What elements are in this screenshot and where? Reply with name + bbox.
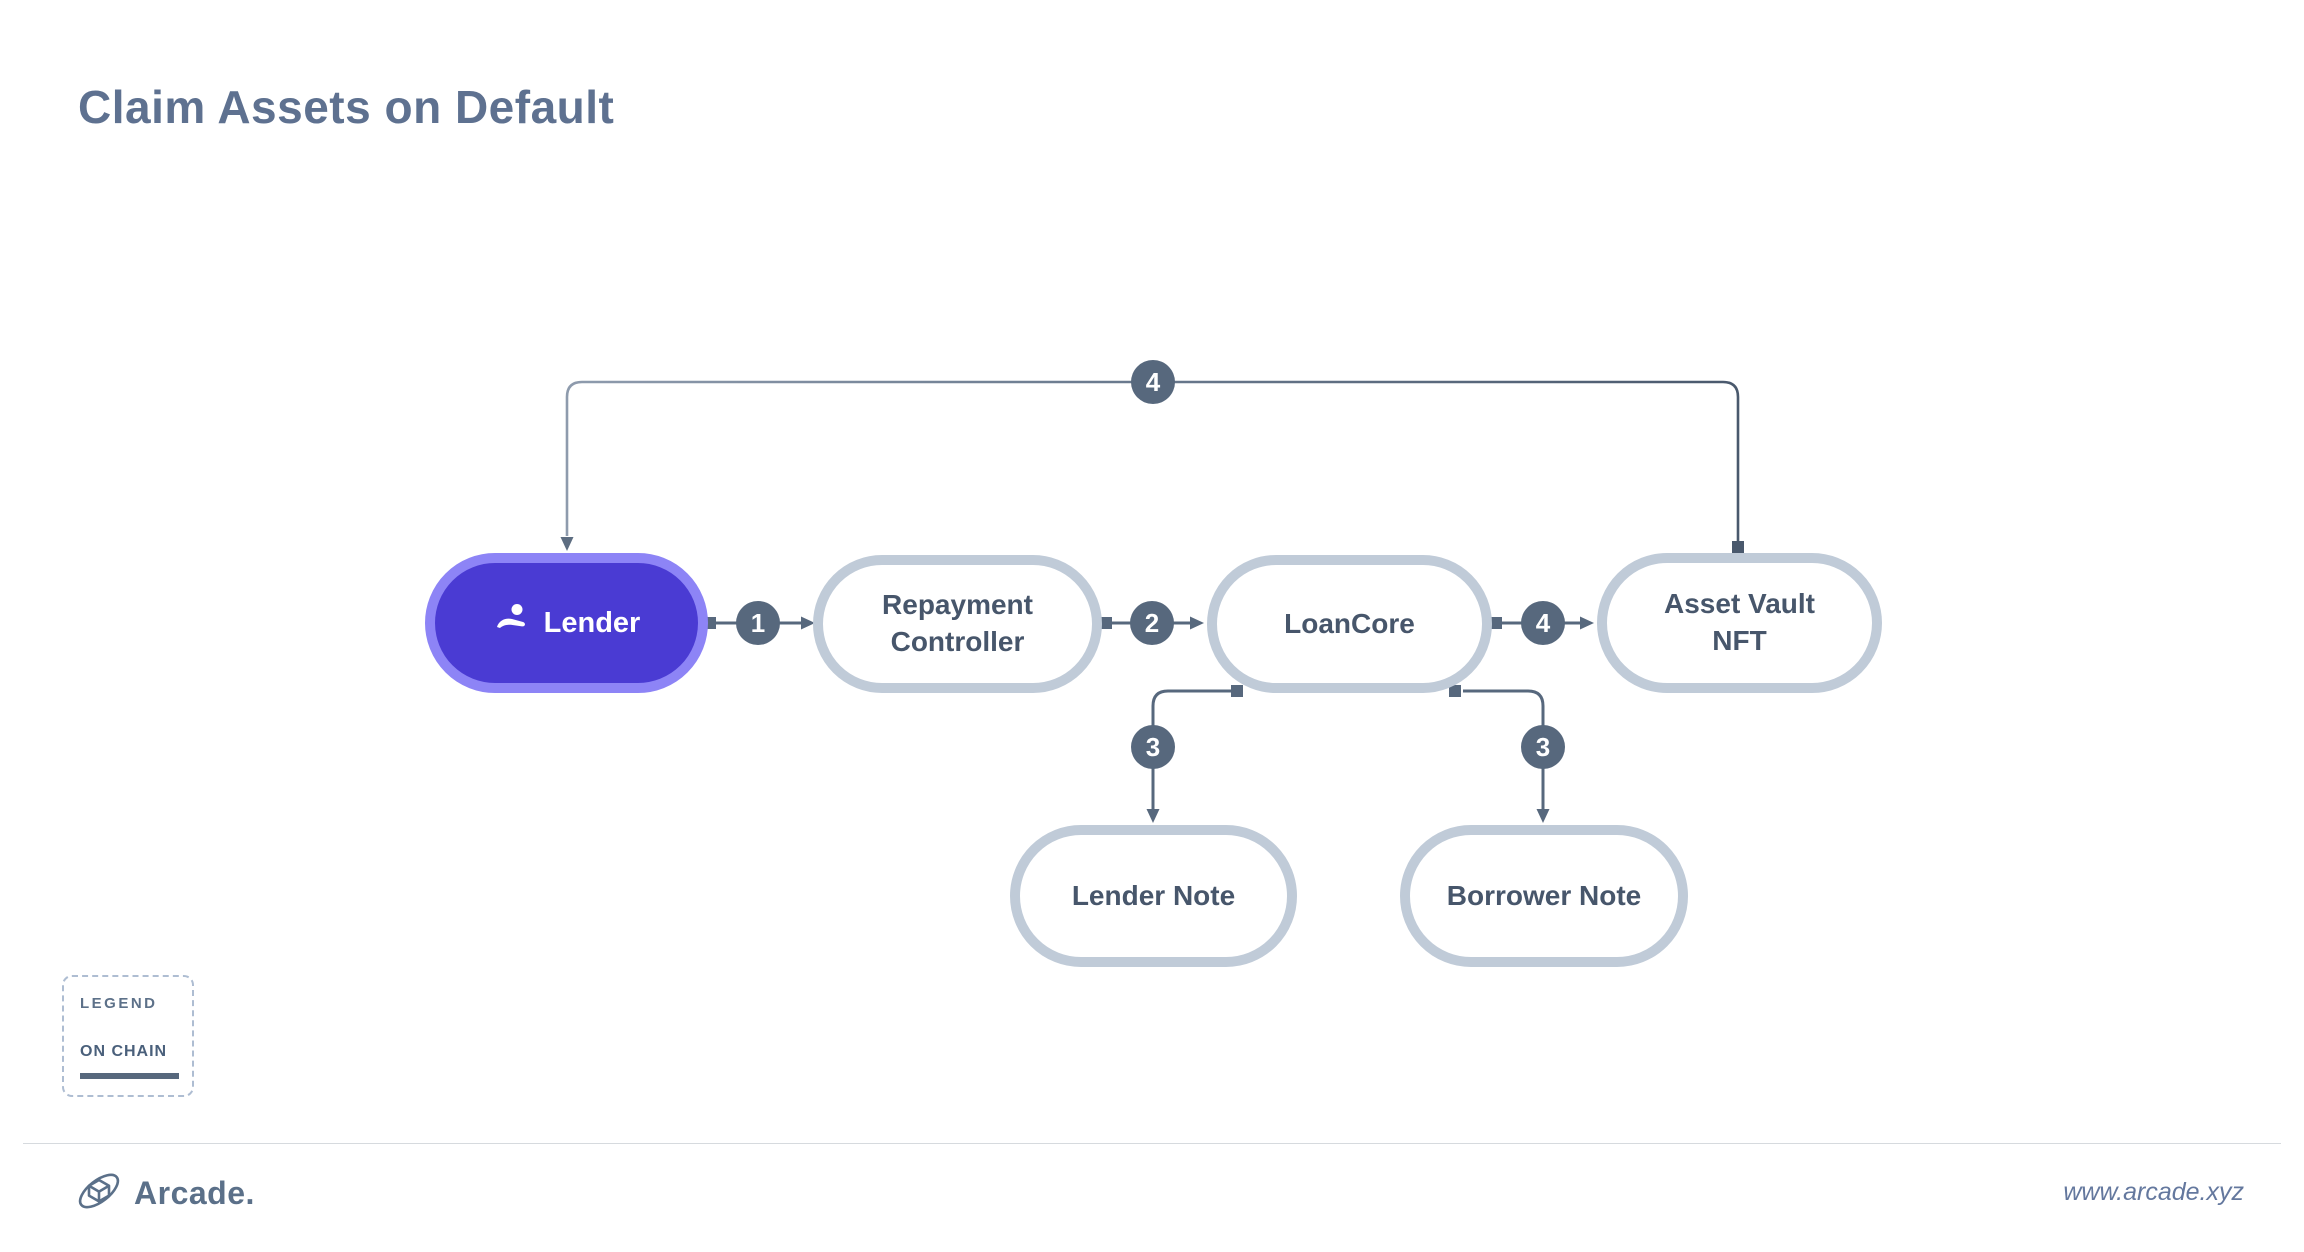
node-label: Lender — [543, 606, 641, 639]
step-badge-3-left: 3 — [1131, 725, 1175, 769]
step-badge-2: 2 — [1130, 601, 1174, 645]
arcade-logo-icon — [74, 1167, 124, 1220]
brand-wordmark: Arcade. — [134, 1175, 255, 1211]
connector-step4-loop — [560, 380, 1744, 553]
node-loancore: LoanCore — [1207, 555, 1492, 693]
node-label: Lender Note — [1071, 879, 1236, 911]
arrowhead-icon — [1146, 809, 1160, 823]
node-label: Repayment Controller — [882, 589, 1033, 657]
footer-divider — [23, 1143, 2281, 1144]
node-label: Asset Vault NFT — [1664, 588, 1815, 656]
on-chain-line-swatch — [80, 1073, 179, 1079]
node-lender-note: Lender Note — [1010, 825, 1297, 967]
step-badge-1: 1 — [736, 601, 780, 645]
arrowhead-icon — [1190, 616, 1204, 630]
node-label: LoanCore — [1284, 607, 1415, 639]
connector-step3-right — [1449, 685, 1550, 823]
arrowhead-icon — [801, 616, 815, 630]
site-url: www.arcade.xyz — [2063, 1178, 2244, 1206]
node-lender: Lender — [425, 553, 708, 693]
connection-square — [1732, 541, 1744, 553]
step-badge-3-right: 3 — [1521, 725, 1565, 769]
hand-holding-icon — [493, 602, 531, 644]
node-asset-vault-nft: Asset Vault NFT — [1597, 553, 1882, 693]
connector-step3-left — [1146, 685, 1243, 823]
page-title: Claim Assets on Default — [78, 81, 615, 133]
arrowhead-icon — [1580, 616, 1594, 630]
legend-title: LEGEND — [80, 995, 158, 1012]
legend-on-chain-label: ON CHAIN — [80, 1043, 168, 1060]
arrowhead-icon — [560, 537, 574, 551]
node-repayment-controller: Repayment Controller — [813, 555, 1102, 693]
node-borrower-note: Borrower Note — [1400, 825, 1688, 967]
node-label: Borrower Note — [1446, 879, 1642, 911]
legend-box: LEGEND ON CHAIN — [62, 975, 194, 1097]
arrowhead-icon — [1536, 809, 1550, 823]
arcade-logo: Arcade. — [74, 1167, 255, 1220]
step-badge-4-right: 4 — [1521, 601, 1565, 645]
step-badge-4-top: 4 — [1131, 360, 1175, 404]
